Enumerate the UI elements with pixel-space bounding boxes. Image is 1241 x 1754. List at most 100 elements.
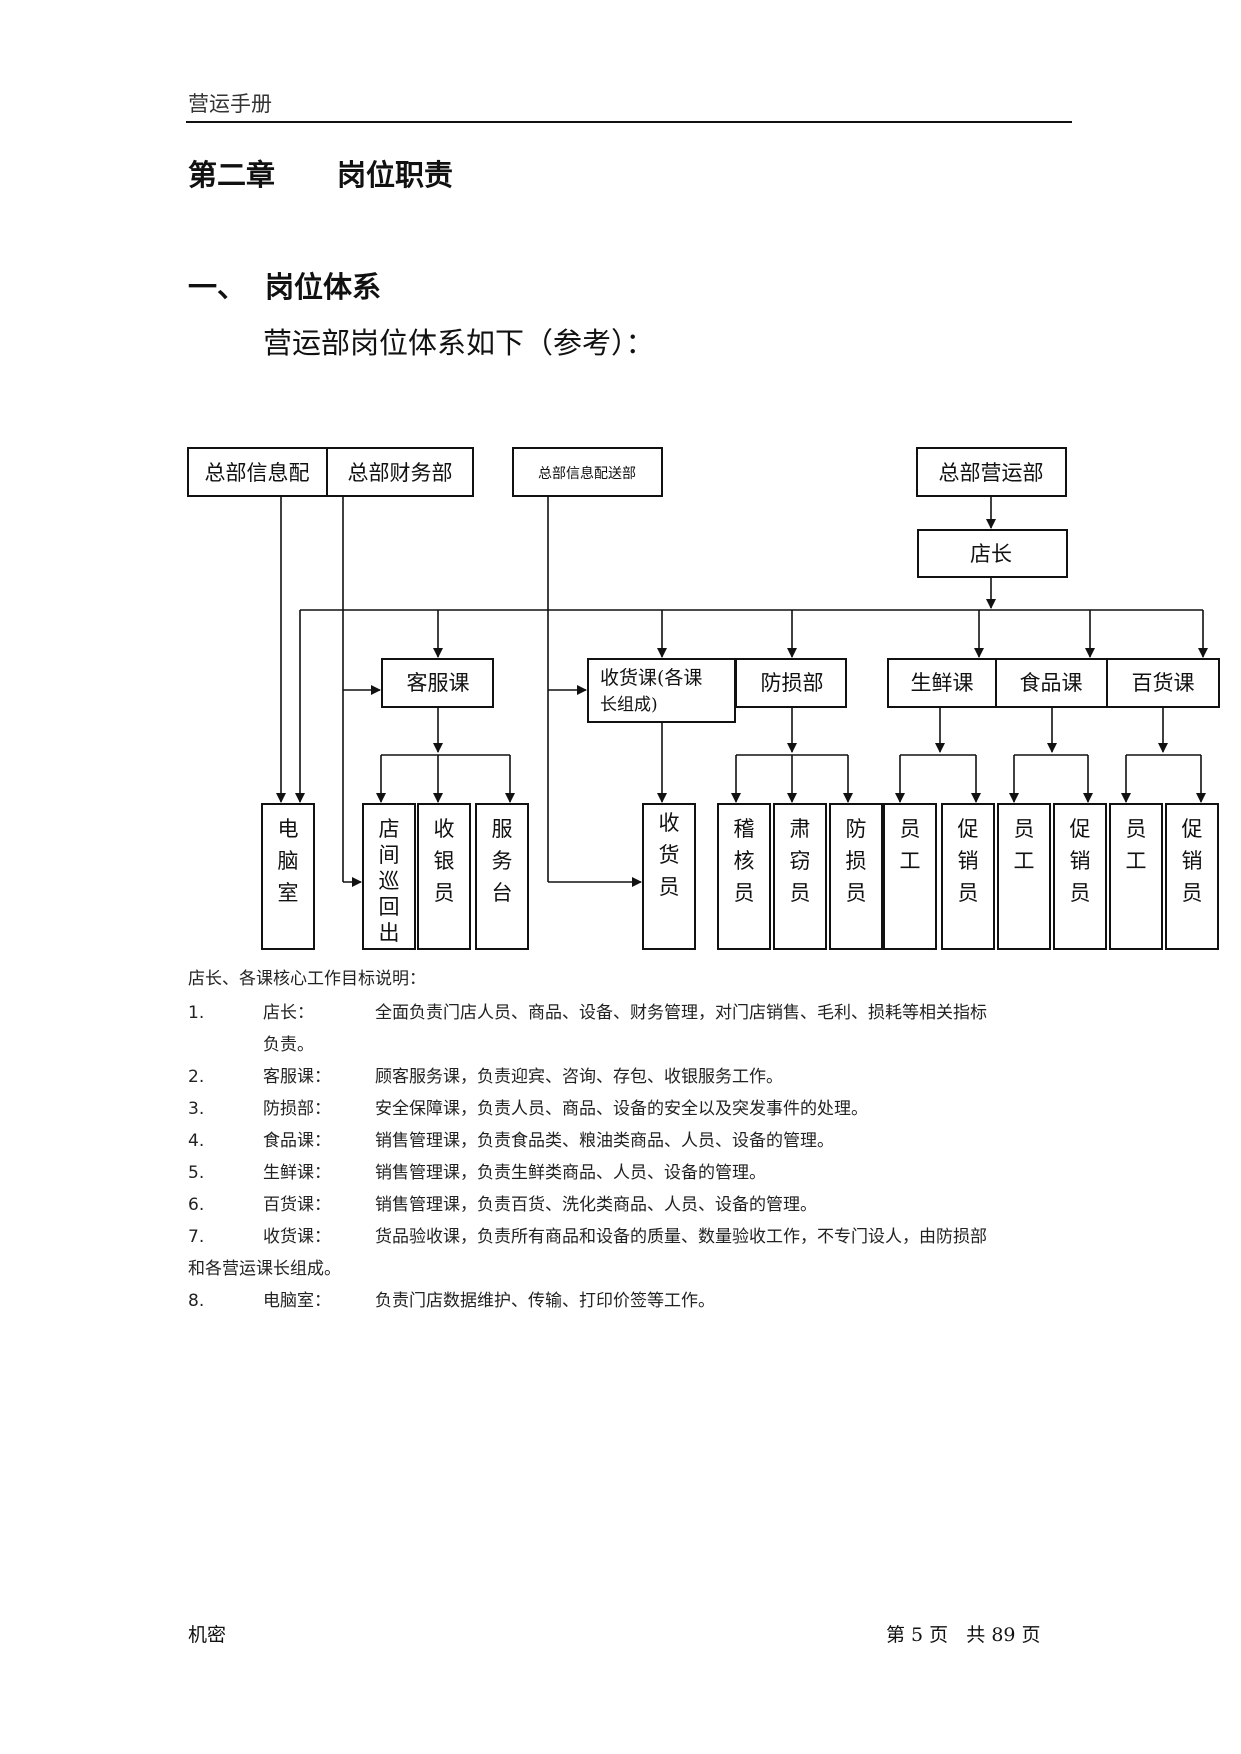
staff-label-char: 服 [492,817,513,841]
box-receiver [642,803,696,950]
staff-label-char: 销 [958,849,979,873]
staff-label-char: 窃 [790,849,811,873]
box-loss-prevention [735,658,847,708]
box-computer-room [261,803,315,950]
staff-label-char: 销 [1182,849,1203,873]
staff-labels: 电脑室店间巡回出收银员服务台收货员稽核员肃窃员防损员员工促销员员工促销员员工促销… [278,811,1203,945]
staff-label-char: 台 [492,881,513,905]
box-hq-finance [326,447,474,497]
notes-list: 1.店长：全面负责门店人员、商品、设备、财务管理，对门店销售、毛利、损耗等相关指… [188,997,1068,1317]
staff-label-char: 员 [1014,817,1035,841]
note-role: 电脑室： [263,1291,331,1311]
staff-label-char: 员 [734,881,755,905]
box-cashier [417,803,471,950]
chapter-title: 岗位职责 [337,158,454,192]
box-fresh-promoter [941,803,995,950]
chapter-number: 第二章 [188,158,276,192]
label-receiving-dept-1: 收货课(各课 [600,667,702,689]
staff-label-char: 工 [1126,849,1147,873]
box-food-staff [997,803,1051,950]
staff-label-char: 员 [659,875,680,899]
staff-label-char: 工 [1014,849,1035,873]
note-number: 4. [188,1131,205,1151]
staff-label-char: 银 [434,849,455,873]
staff-label-char: 肃 [790,817,811,841]
staff-label-char: 损 [846,849,867,873]
note-item: 1.店长：全面负责门店人员、商品、设备、财务管理，对门店销售、毛利、损耗等相关指… [188,997,1068,1061]
notes-section: 店长、各课核心工作目标说明： 1.店长：全面负责门店人员、商品、设备、财务管理，… [188,964,1068,1317]
label-loss-prevention: 防损部 [761,671,824,695]
note-description: 销售管理课，负责食品类、粮油类商品、人员、设备的管理。 [375,1131,834,1151]
notes-title: 店长、各课核心工作目标说明： [188,969,426,989]
note-description: 货品验收课，负责所有商品和设备的质量、数量验收工作，不专门设人，由防损部 [375,1227,987,1247]
staff-label-char: 销 [1070,849,1091,873]
staff-label-char: 员 [790,881,811,905]
note-description: 安全保障课，负责人员、商品、设备的安全以及突发事件的处理。 [375,1099,868,1119]
note-role: 百货课： [263,1195,331,1215]
staff-label-char: 员 [900,817,921,841]
note-item: 8. 电脑室： 负责门店数据维护、传输、打印价签等工作。 [188,1285,1068,1317]
box-auditor [717,803,771,950]
staff-label-char: 员 [1070,881,1091,905]
note-item: 3. 防损部： 安全保障课，负责人员、商品、设备的安全以及突发事件的处理。 [188,1093,1068,1125]
label-food: 食品课 [1020,671,1083,695]
staff-label-char: 防 [846,817,867,841]
note-role: 店长： [263,1003,314,1023]
note-item: 4. 食品课： 销售管理课，负责食品类、粮油类商品、人员、设备的管理。 [188,1125,1068,1157]
note-item: 2.客服课：顾客服务课，负责迎宾、咨询、存包、收银服务工作。 [188,1061,1068,1093]
staff-label-char: 员 [1126,817,1147,841]
chapter-heading: 第二章 岗位职责 [188,152,453,194]
note-number: 6. [188,1195,205,1215]
box-service-desk [475,803,529,950]
label-store-manager: 店长 [970,542,1012,566]
section-heading: 一、岗位体系 [188,264,381,306]
staff-label-char: 电 [278,817,299,841]
label-receiving-dept-2: 长组成) [600,695,658,715]
note-role: 食品课： [263,1131,331,1151]
box-fresh-staff [883,803,937,950]
staff-label-char: 员 [958,881,979,905]
label-hq-finance: 总部财务部 [348,461,453,485]
note-role: 收货课： [263,1227,331,1247]
note-item: 6. 百货课： 销售管理课，负责百货、洗化类商品、人员、设备的管理。 [188,1189,1068,1221]
note-description: 负责门店数据维护、传输、打印价签等工作。 [375,1291,715,1311]
staff-label-char: 稽 [734,817,755,841]
header-title: 营运手册 [188,92,272,116]
box-hq-distribution [512,447,663,497]
label-customer-service: 客服课 [407,671,470,695]
box-general-staff [1109,803,1163,950]
note-role: 生鲜课： [263,1163,331,1183]
box-store-manager [917,529,1068,578]
staff-label-char: 员 [434,881,455,905]
staff-label-char: 员 [1182,881,1203,905]
staff-label-char: 巡 [379,869,400,893]
note-role: 防损部： [263,1099,331,1119]
staff-label-char: 脑 [278,849,299,873]
staff-label-char: 店 [379,817,400,841]
staff-label-char: 员 [846,881,867,905]
note-description: 销售管理课，负责百货、洗化类商品、人员、设备的管理。 [375,1195,817,1215]
label-hq-info: 总部信息配 [205,461,310,485]
note-continuation: 和各营运课长组成。 [188,1259,341,1279]
staff-label-char: 收 [659,811,680,835]
connectors [276,496,1208,887]
staff-label-char: 促 [1182,817,1203,841]
org-chart: 总部信息配 总部财务部 总部信息配送部 总部营运部 店长 客服课 防损部 生鲜课… [187,447,1220,950]
note-number: 3. [188,1099,205,1119]
staff-label-char: 出 [379,921,400,945]
box-patrol [362,803,416,950]
note-description: 销售管理课，负责生鲜类商品、人员、设备的管理。 [375,1163,766,1183]
staff-label-char: 核 [734,849,755,873]
note-item: 5. 生鲜课： 销售管理课，负责生鲜类商品、人员、设备的管理。 [188,1157,1068,1189]
note-number: 1. [188,1003,205,1023]
box-general-promoter [1165,803,1219,950]
box-anti-theft [773,803,827,950]
staff-label-char: 促 [1070,817,1091,841]
note-number: 7. [188,1227,205,1247]
staff-label-char: 回 [379,895,400,919]
note-number: 5. [188,1163,205,1183]
note-number: 8. [188,1291,205,1311]
section-title: 岗位体系 [265,270,382,304]
section-number: 一、 [188,270,247,304]
box-food-promoter [1053,803,1107,950]
